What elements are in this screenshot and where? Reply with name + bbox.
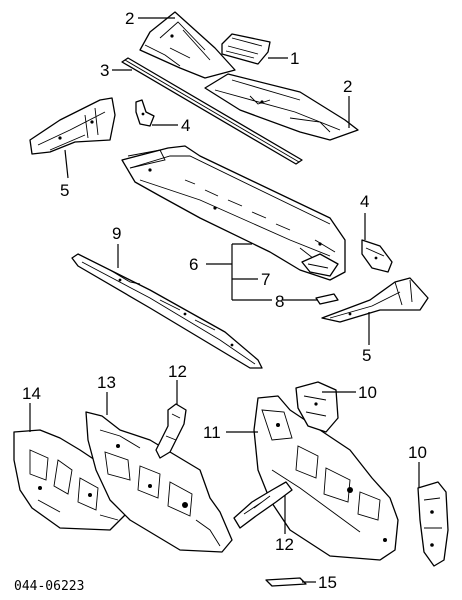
cowl-top-panel-right (204, 73, 359, 141)
cowl-side-bracket-left (29, 97, 116, 155)
callout-12-upper: 12 (168, 362, 187, 381)
dash-insulator-inner (85, 411, 233, 553)
cowl-small-bracket-right (361, 239, 393, 273)
cowl-small-bracket-left (135, 99, 155, 127)
cowl-side-bracket-right (321, 277, 429, 323)
callout-1: 1 (290, 49, 299, 68)
leader-lines (29, 17, 420, 583)
cowl-top-panel-left (139, 11, 236, 79)
dash-panel-upper-plate (295, 381, 339, 433)
dash-panel-upper (121, 145, 346, 281)
callout-10-right: 10 (408, 443, 427, 462)
small-clip (265, 577, 307, 587)
callout-9: 9 (112, 224, 121, 243)
callout-6: 6 (189, 255, 198, 274)
callout-3: 3 (100, 61, 109, 80)
cowl-top-vent-louver (221, 33, 271, 65)
callout-5-left: 5 (60, 181, 69, 200)
callout-11: 11 (203, 423, 221, 442)
catalog-number: 044-06223 (14, 579, 84, 594)
callout-7: 7 (261, 270, 270, 289)
dash-reinforcement (301, 253, 339, 277)
callout-14: 14 (22, 384, 41, 403)
callout-5-right: 5 (362, 346, 371, 365)
dash-side-plate-right (417, 481, 449, 567)
harness-bracket-lower (233, 481, 293, 529)
callout-10-upper: 10 (358, 383, 377, 402)
cowl-top-seal-strip (121, 57, 303, 165)
callout-15: 15 (318, 573, 337, 592)
callout-2-upper: 2 (125, 9, 134, 28)
cross-member-brace (71, 253, 263, 369)
callout-13: 13 (97, 373, 116, 392)
callout-4-right: 4 (360, 192, 369, 211)
harness-bracket-upper (155, 403, 187, 459)
callout-4-left: 4 (181, 116, 190, 135)
callout-8: 8 (275, 292, 284, 311)
dash-small-plate (315, 293, 339, 305)
callout-12-lower: 12 (275, 535, 294, 554)
callout-2-right: 2 (343, 77, 352, 96)
